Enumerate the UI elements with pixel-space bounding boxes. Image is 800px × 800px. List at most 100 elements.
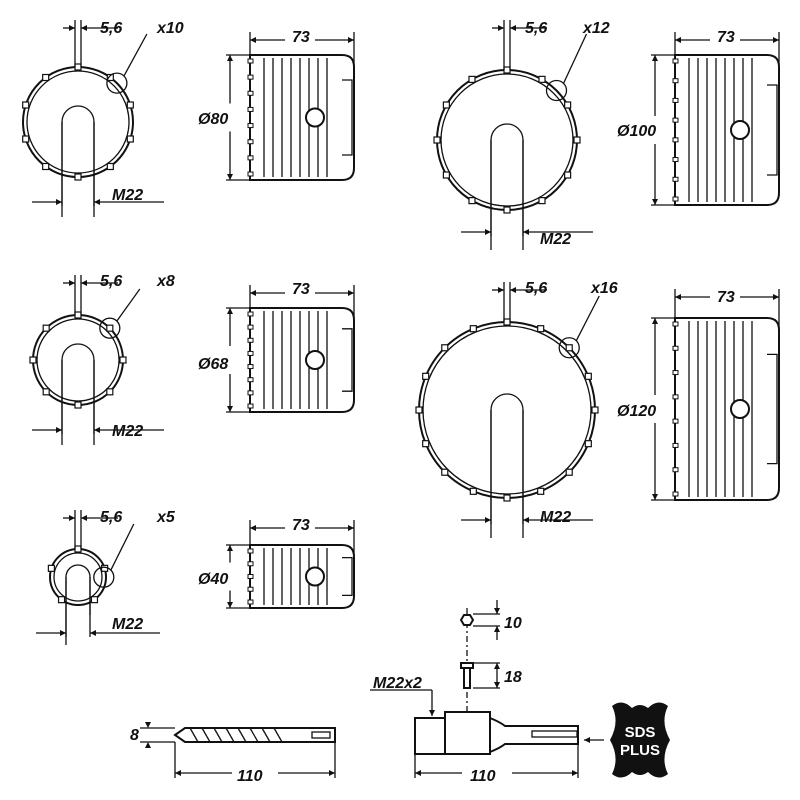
sds-shank (489, 716, 579, 754)
carbide-tooth (247, 58, 254, 64)
sds-plus-logo: SDS PLUS (610, 702, 670, 778)
ejector-hole (730, 120, 750, 140)
crown-base (767, 84, 778, 176)
carbide-tooth (442, 171, 450, 179)
carbide-tooth (74, 63, 82, 71)
carbide-tooth (503, 318, 511, 326)
flute-line (237, 727, 247, 743)
carbide-tooth (47, 564, 55, 572)
carbide-tooth (22, 135, 30, 143)
arrow-head (69, 280, 75, 286)
arrow-head (675, 37, 681, 43)
arrow-head (81, 280, 87, 286)
carbide-tooth (247, 311, 254, 317)
flute-line (273, 727, 283, 743)
diameter-label: Ø80 (198, 111, 228, 128)
arrow-head (584, 737, 590, 743)
carbide-tooth (441, 468, 449, 476)
carbide-tooth (247, 548, 254, 554)
length-label: 73 (292, 29, 310, 46)
thread-label: M22 (112, 187, 143, 204)
carbide-tooth (22, 101, 30, 109)
arrow-head (250, 290, 256, 296)
arrow-head (652, 55, 658, 61)
ejector-hole (305, 350, 325, 370)
flute-line (201, 727, 211, 743)
teeth-count-label: x10 (156, 20, 184, 37)
arrow-head (510, 287, 516, 293)
carbide-tooth (672, 491, 679, 497)
carbide-tooth (247, 139, 254, 145)
thread-label: M22 (112, 423, 143, 440)
ejector-hole (730, 399, 750, 419)
arrow-head (652, 494, 658, 500)
tooth-width-label: 5,6 (100, 273, 122, 290)
carbide-tooth (422, 440, 430, 448)
arrow-head (69, 25, 75, 31)
arrow-head (227, 55, 233, 61)
carbide-tooth (672, 467, 679, 473)
diameter-label: Ø40 (198, 571, 228, 588)
arrow-head (652, 199, 658, 205)
thread-shank (61, 105, 95, 217)
carbide-tooth (591, 406, 599, 414)
thread-shank (490, 123, 524, 250)
crown-inner-rim (26, 70, 130, 174)
crown-base (342, 328, 353, 392)
carbide-tooth (74, 311, 82, 319)
carbide-tooth (106, 324, 114, 332)
arrow-head (227, 545, 233, 551)
detail-circle (558, 337, 580, 359)
tooth-width-label: 5,6 (525, 20, 547, 37)
arrow-head (773, 294, 779, 300)
flute-line (189, 727, 199, 743)
carbide-tooth (672, 157, 679, 163)
arrow-head (227, 406, 233, 412)
arrow-head (348, 290, 354, 296)
crown-base (342, 79, 353, 156)
carbide-tooth (247, 377, 254, 383)
carbide-tooth (247, 106, 254, 112)
ejector-hole (305, 566, 325, 587)
carbide-tooth (672, 117, 679, 123)
teeth-count-label: x12 (582, 20, 610, 37)
crown-inner-rim (440, 73, 574, 207)
carbide-tooth (247, 390, 254, 396)
carbide-tooth (422, 372, 430, 380)
carbide-tooth (433, 136, 441, 144)
arrow-head (523, 229, 529, 235)
teeth-count-label: x8 (156, 273, 175, 290)
carbide-tooth (247, 586, 254, 592)
crown-side-view (249, 544, 355, 609)
length-label: 73 (717, 289, 735, 306)
carbide-tooth (101, 564, 109, 572)
carbide-tooth (42, 162, 50, 171)
carbide-tooth (247, 599, 254, 605)
carbide-tooth (247, 337, 254, 343)
diameter-label: Ø120 (617, 403, 656, 420)
carbide-tooth (469, 325, 477, 333)
arrow-head (175, 770, 181, 776)
carbide-tooth (503, 206, 511, 214)
crown-side-view (674, 317, 780, 501)
carbide-tooth (42, 324, 50, 332)
diameter-label: Ø68 (198, 356, 228, 373)
length-label: 73 (717, 29, 735, 46)
thread-label: M22 (112, 616, 143, 633)
flute-line (225, 727, 235, 743)
carbide-tooth (503, 494, 511, 502)
arrow-head (675, 294, 681, 300)
arrow-head (227, 602, 233, 608)
arrow-head (415, 770, 421, 776)
carbide-tooth (672, 418, 679, 424)
arrow-head (94, 199, 100, 205)
carbide-tooth (672, 321, 679, 327)
carbide-tooth (106, 162, 114, 171)
carbide-tooth (672, 394, 679, 400)
leader-line (116, 288, 141, 322)
crown-front-view (22, 66, 134, 178)
crown-side-view (249, 307, 355, 413)
thread-shank (490, 393, 524, 538)
carbide-tooth (672, 78, 679, 84)
